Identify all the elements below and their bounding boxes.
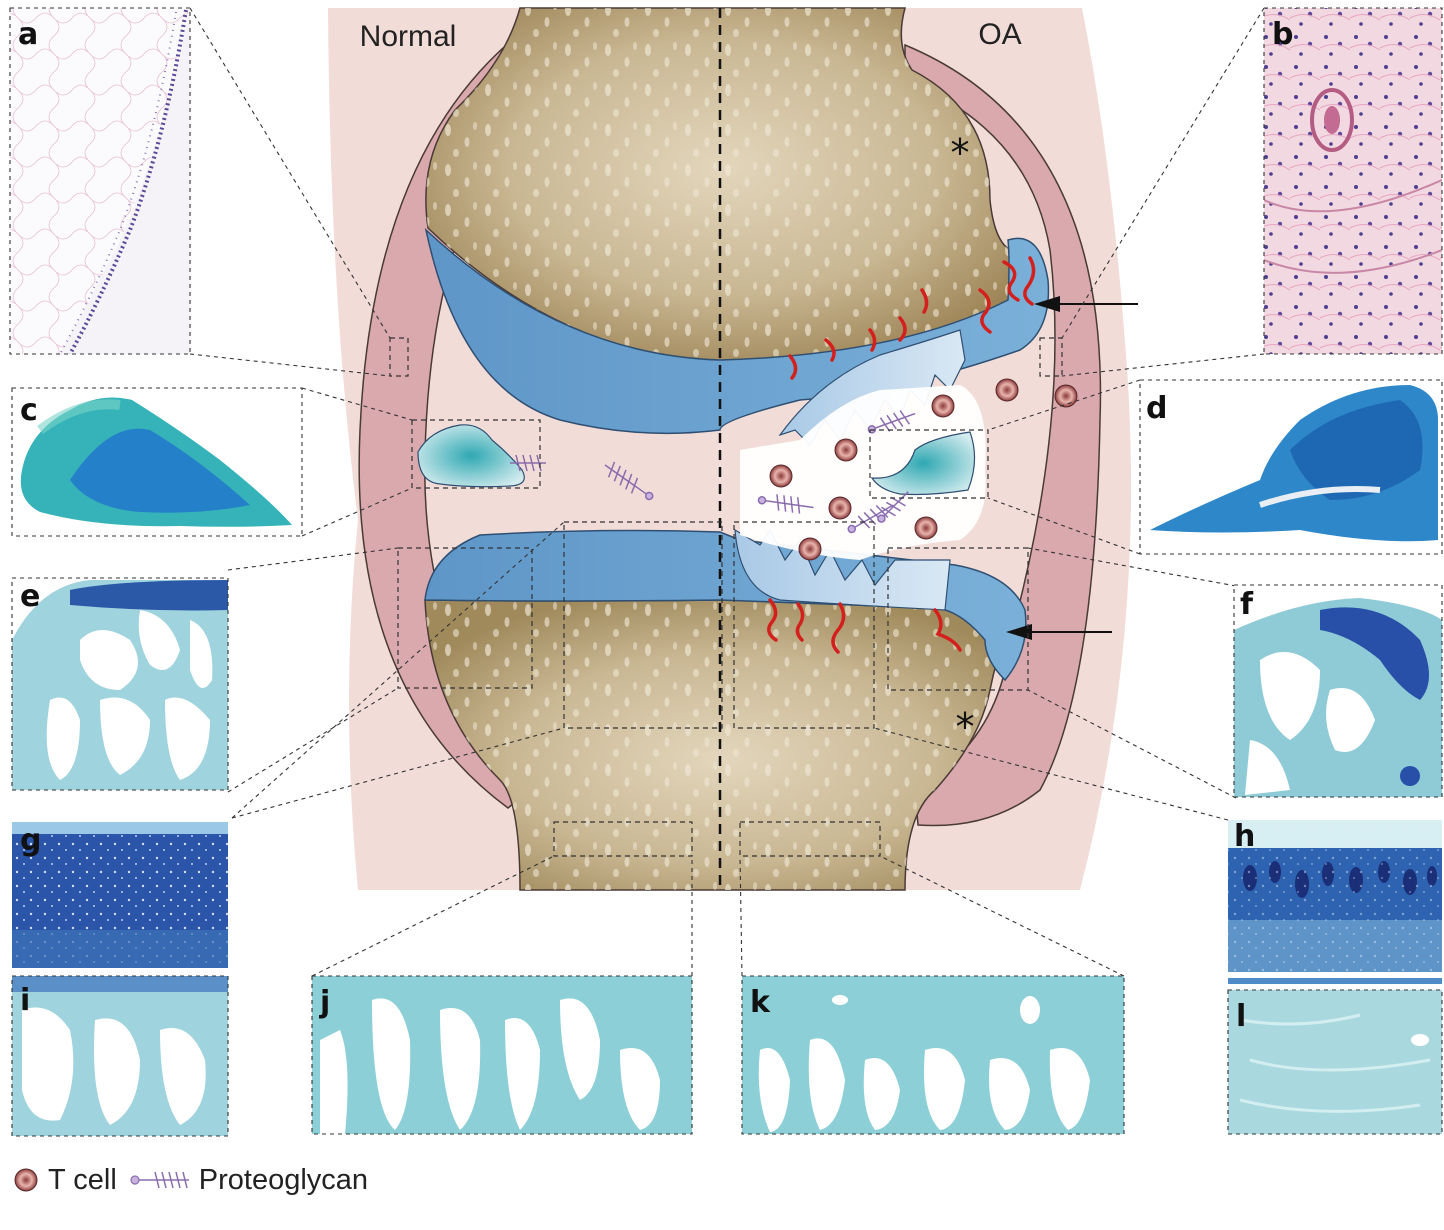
t-cell xyxy=(932,395,954,417)
panel-letter-f: f xyxy=(1240,587,1254,622)
t-cell xyxy=(996,379,1018,401)
panel-b: b xyxy=(1264,8,1442,354)
panel-f: f xyxy=(1234,585,1442,797)
legend-label-tcell: T cell xyxy=(48,1164,117,1197)
panel-letter-c: c xyxy=(20,393,38,428)
panel-g: g xyxy=(12,822,228,968)
t-cell xyxy=(799,538,821,560)
panel-letter-d: d xyxy=(1146,391,1167,426)
panel-letter-j: j xyxy=(319,985,330,1020)
t-cell xyxy=(835,439,857,461)
panel-a: a xyxy=(10,8,190,354)
legend-label-proteoglycan: Proteoglycan xyxy=(199,1164,368,1197)
panel-k: k xyxy=(742,976,1124,1134)
t-cell xyxy=(829,497,851,519)
panel-e: e xyxy=(12,578,228,790)
panel-letter-g: g xyxy=(20,823,41,858)
panel-letter-k: k xyxy=(750,985,771,1020)
label-oa: OA xyxy=(978,18,1021,51)
panel-letter-h: h xyxy=(1234,819,1255,854)
panel-l: l xyxy=(1228,990,1442,1134)
panel-letter-i: i xyxy=(20,983,30,1018)
proteoglycan-icon xyxy=(127,1166,191,1194)
legend-item-proteoglycan: Proteoglycan xyxy=(127,1164,368,1197)
synovial-joint: * * Normal OA xyxy=(328,8,1138,890)
t-cell xyxy=(770,465,792,487)
panel-letter-e: e xyxy=(20,579,40,614)
legend-item-tcell: T cell xyxy=(12,1164,117,1197)
panel-letter-b: b xyxy=(1272,17,1293,52)
t-cell xyxy=(915,517,937,539)
osteophyte-asterisk-upper: * xyxy=(951,131,970,175)
panel-h: h xyxy=(1228,819,1442,984)
panel-j: j xyxy=(312,976,692,1134)
panel-c: c xyxy=(12,388,302,536)
osteophyte-asterisk-lower: * xyxy=(956,705,975,749)
t-cell-icon xyxy=(12,1166,40,1194)
panel-letter-l: l xyxy=(1236,999,1246,1034)
panel-d: d xyxy=(1140,380,1442,554)
panel-letter-a: a xyxy=(18,17,38,52)
label-normal: Normal xyxy=(360,20,457,53)
panel-i: i xyxy=(12,976,228,1136)
legend: T cell Proteoglycan xyxy=(12,1160,378,1200)
t-cell xyxy=(1055,385,1077,407)
